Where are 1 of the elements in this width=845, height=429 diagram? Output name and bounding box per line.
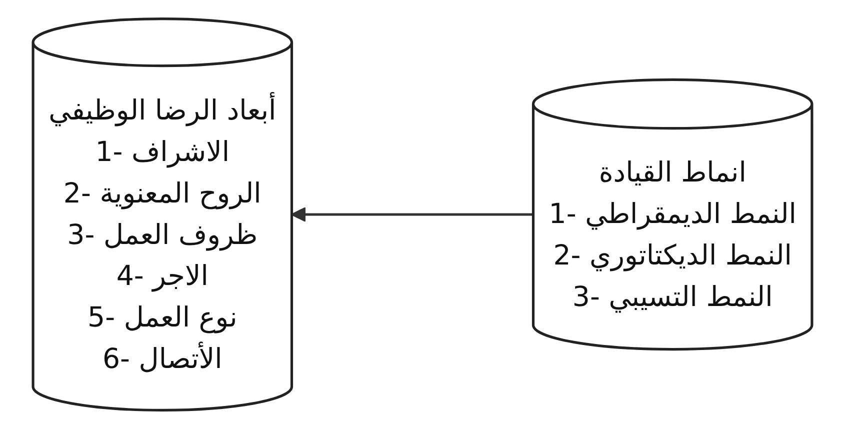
arrow [291,206,534,222]
